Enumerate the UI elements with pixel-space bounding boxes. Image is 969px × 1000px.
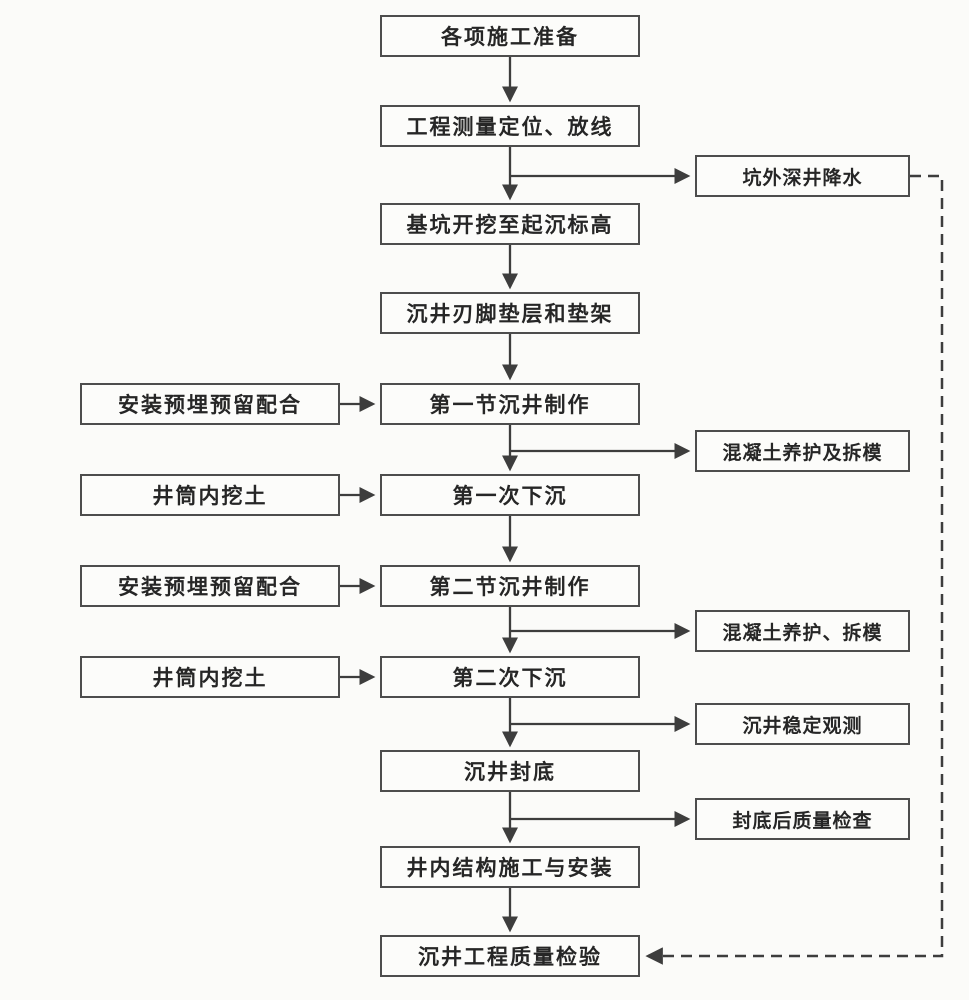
node-embedded-reserved-fitting-2: 安装预埋预留配合 [80,565,340,607]
node-second-sinking: 第二次下沉 [380,656,640,698]
node-post-sealing-quality-check: 封底后质量检查 [695,798,910,840]
node-first-sinking: 第一次下沉 [380,474,640,516]
node-cutting-edge-cushion: 沉井刃脚垫层和垫架 [380,292,640,334]
node-construction-preparation: 各项施工准备 [380,15,640,57]
node-concrete-curing-formwork-1: 混凝土养护及拆模 [695,430,910,472]
node-deep-well-dewatering: 坑外深井降水 [695,155,910,197]
node-project-quality-inspection: 沉井工程质量检验 [380,935,640,977]
node-bottom-sealing: 沉井封底 [380,750,640,792]
node-internal-structure-install: 井内结构施工与安装 [380,846,640,888]
node-first-section-fabrication: 第一节沉井制作 [380,383,640,425]
node-survey-positioning-layout: 工程测量定位、放线 [380,105,640,147]
dashed-feedback-arrow [645,174,944,965]
node-shaft-excavation-1: 井筒内挖土 [80,474,340,516]
node-shaft-excavation-2: 井筒内挖土 [80,656,340,698]
node-concrete-curing-formwork-2: 混凝土养护、拆模 [695,610,910,652]
solid-arrows [340,57,691,933]
node-second-section-fabrication: 第二节沉井制作 [380,565,640,607]
node-pit-excavation-to-elevation: 基坑开挖至起沉标高 [380,203,640,245]
node-embedded-reserved-fitting-1: 安装预埋预留配合 [80,383,340,425]
node-stability-observation: 沉井稳定观测 [695,703,910,745]
